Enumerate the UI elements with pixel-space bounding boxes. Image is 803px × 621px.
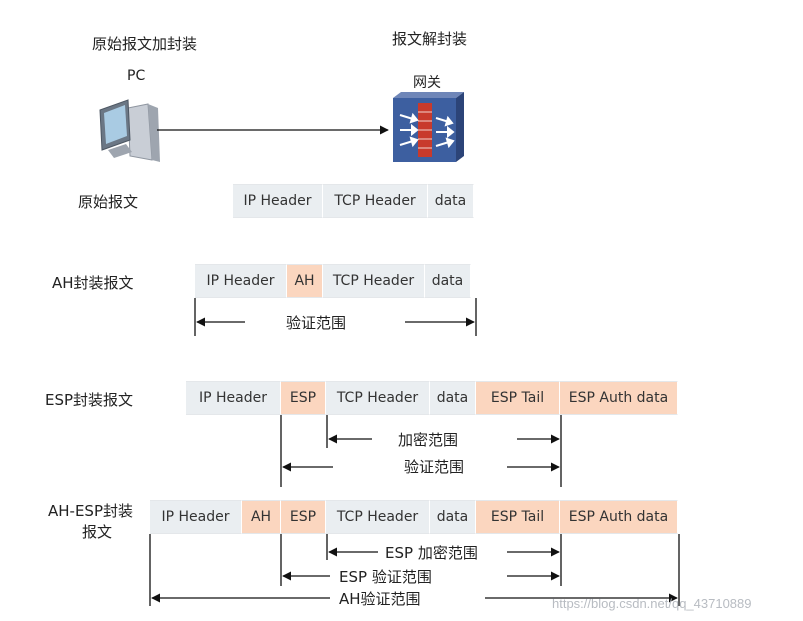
ah-row-label: AH封装报文 (52, 274, 134, 292)
cell-tcp-header: TCP Header (323, 264, 425, 298)
ahesp-esp-encrypt-range-label: ESP 加密范围 (382, 542, 481, 563)
right-title: 报文解封装 (392, 30, 468, 48)
original-row-label: 原始报文 (78, 193, 139, 211)
ahesp-packet: IP Header AH ESP TCP Header data ESP Tai… (150, 500, 678, 534)
cell-ah: AH (242, 500, 281, 534)
esp-auth-range-label: 验证范围 (401, 456, 468, 477)
ahesp-row-label-line1: AH-ESP封装 (48, 502, 133, 520)
cell-ah: AH (287, 264, 323, 298)
cell-ip-header: IP Header (233, 184, 323, 218)
cell-tcp-header: TCP Header (326, 381, 430, 415)
pc-label: PC (127, 68, 146, 84)
ahesp-row-label-line2: 报文 (82, 523, 113, 541)
cell-tcp-header: TCP Header (326, 500, 430, 534)
esp-row-label: ESP封装报文 (45, 391, 134, 409)
cell-data: data (428, 184, 474, 218)
ah-packet: IP Header AH TCP Header data (195, 264, 471, 298)
gateway-label: 网关 (413, 75, 441, 91)
ahesp-esp-auth-range-label: ESP 验证范围 (336, 566, 435, 587)
cell-ip-header: IP Header (150, 500, 242, 534)
cell-esp-tail: ESP Tail (476, 500, 560, 534)
cell-data: data (425, 264, 471, 298)
left-title: 原始报文加封装 (92, 35, 198, 53)
cell-esp-auth-data: ESP Auth data (560, 381, 678, 415)
watermark: https://blog.csdn.net/qq_43710889 (552, 596, 752, 611)
cell-tcp-header: TCP Header (323, 184, 428, 218)
cell-data: data (430, 381, 476, 415)
cell-ip-header: IP Header (195, 264, 287, 298)
cell-data: data (430, 500, 476, 534)
cell-ip-header: IP Header (186, 381, 281, 415)
cell-esp: ESP (281, 500, 326, 534)
original-packet: IP Header TCP Header data (233, 184, 474, 218)
cell-esp-tail: ESP Tail (476, 381, 560, 415)
esp-packet: IP Header ESP TCP Header data ESP Tail E… (186, 381, 678, 415)
ahesp-ah-auth-range-label: AH验证范围 (336, 588, 424, 609)
ah-auth-range-label: 验证范围 (283, 312, 350, 333)
cell-esp: ESP (281, 381, 326, 415)
esp-encrypt-range-label: 加密范围 (395, 429, 462, 450)
cell-esp-auth-data: ESP Auth data (560, 500, 678, 534)
